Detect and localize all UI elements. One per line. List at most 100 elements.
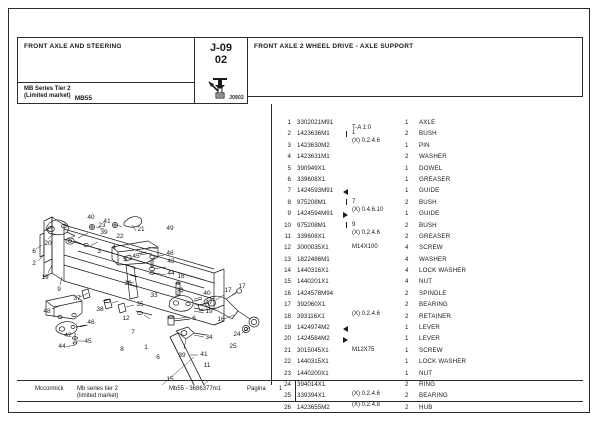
part-number: 975208M1 <box>297 198 327 206</box>
svg-text:11: 11 <box>204 362 211 369</box>
part-quantity: 1 <box>405 324 409 332</box>
svg-text:6: 6 <box>156 354 160 361</box>
footer-separator <box>295 381 296 401</box>
svg-text:12: 12 <box>122 315 130 322</box>
page-header: FRONT AXLE AND STEERING MB Series Tier 2… <box>17 37 583 104</box>
part-index: 14 <box>284 267 291 275</box>
part-description: GUIDE <box>419 210 440 218</box>
part-index: 20 <box>284 335 291 343</box>
svg-text:16: 16 <box>217 316 225 323</box>
svg-text:39: 39 <box>100 229 108 236</box>
part-description: LEVER <box>419 324 441 332</box>
part-index: 4 <box>287 153 291 161</box>
part-description: BUSH <box>419 221 437 229</box>
part-quantity: 1 <box>405 164 409 172</box>
parts-note-line: (X) 0.2.4.8 <box>352 402 381 408</box>
svg-text:49: 49 <box>166 225 174 232</box>
svg-text:17: 17 <box>238 283 246 290</box>
part-index: 15 <box>284 278 291 286</box>
part-number: 975208M1 <box>297 221 327 229</box>
part-description: BEARING <box>419 392 448 400</box>
svg-text:35: 35 <box>136 301 144 308</box>
part-number: 392060X1 <box>297 301 326 309</box>
svg-text:41: 41 <box>103 218 111 225</box>
part-note: 1 <box>352 130 356 137</box>
part-description: SPINDLE <box>419 289 447 297</box>
part-number: 1822486M1 <box>297 255 330 263</box>
exploded-view-diagram: 20 23 22 21 40 39 41 49 46 43 44 45 5 36… <box>18 105 270 385</box>
part-index: 25 <box>284 392 291 400</box>
part-number: 1424584M2 <box>297 335 330 343</box>
part-quantity: 4 <box>405 244 409 252</box>
part-quantity: 1 <box>405 369 409 377</box>
svg-text:5: 5 <box>123 256 127 263</box>
svg-text:19: 19 <box>41 274 49 281</box>
svg-text:40: 40 <box>87 214 95 221</box>
part-quantity: 1 <box>405 119 409 126</box>
part-description: LEVER <box>419 335 441 343</box>
part-description: SCREW <box>419 346 443 354</box>
svg-text:3: 3 <box>97 248 101 255</box>
footer-brand: Mccormick <box>35 386 64 392</box>
svg-text:44: 44 <box>58 343 66 350</box>
svg-text:2: 2 <box>32 260 36 267</box>
part-number: 1423636M1 <box>297 130 330 138</box>
svg-text:24: 24 <box>233 331 241 338</box>
axle-symbol-icon <box>208 78 227 99</box>
part-description: BEARING <box>419 301 448 309</box>
part-description: HUB <box>419 403 433 411</box>
part-number: 1440315X1 <box>297 358 329 366</box>
part-quantity: 1 <box>405 346 409 354</box>
model-code-label: MB55 <box>74 95 93 102</box>
part-index: 12 <box>284 244 291 252</box>
part-description: SCREW <box>419 244 443 252</box>
part-number: 1423631M1 <box>297 153 330 161</box>
svg-text:21: 21 <box>137 226 145 233</box>
part-quantity: 4 <box>405 267 409 275</box>
part-index: 26 <box>284 403 291 411</box>
svg-text:4: 4 <box>112 244 116 251</box>
part-index: 5 <box>287 164 291 172</box>
part-index: 10 <box>284 221 291 229</box>
part-index: 9 <box>287 210 291 218</box>
part-number: 1424974M2 <box>297 324 330 332</box>
section-code: J-09 <box>209 42 233 54</box>
part-index: 19 <box>284 324 291 332</box>
part-index: 13 <box>284 255 291 263</box>
header-group-block: FRONT AXLE AND STEERING MB Series Tier 2… <box>17 37 195 104</box>
part-number: 394014X1 <box>297 380 326 388</box>
part-description: NUT <box>419 278 433 286</box>
svg-text:40: 40 <box>203 290 211 297</box>
part-quantity: 2 <box>405 392 409 400</box>
footer-series: Mb series tier 2 (limited market) <box>77 386 119 399</box>
part-quantity: 1 <box>405 210 409 218</box>
part-index: 21 <box>284 346 291 354</box>
variant-bar-mark <box>346 222 347 229</box>
svg-text:45: 45 <box>84 338 92 345</box>
part-number: 339608X1 <box>297 175 326 183</box>
part-number: 1423630M2 <box>297 141 330 149</box>
part-index: 6 <box>287 175 291 183</box>
part-description: WASHER <box>419 153 447 161</box>
part-index: 18 <box>284 312 291 320</box>
part-row: 19 1424974M2 1 LEVER <box>277 322 577 333</box>
part-quantity: 2 <box>405 403 409 411</box>
part-description: DOWEL <box>419 164 443 172</box>
svg-text:41: 41 <box>200 351 208 358</box>
svg-text:47: 47 <box>205 299 213 306</box>
parts-note-line: (X) 0.2.4.6 <box>352 138 381 144</box>
part-number: 339608X1 <box>297 232 326 240</box>
part-description: GREASER <box>419 175 451 183</box>
assembly-title: FRONT AXLE 2 WHEEL DRIVE - AXLE SUPPORT <box>248 37 583 97</box>
